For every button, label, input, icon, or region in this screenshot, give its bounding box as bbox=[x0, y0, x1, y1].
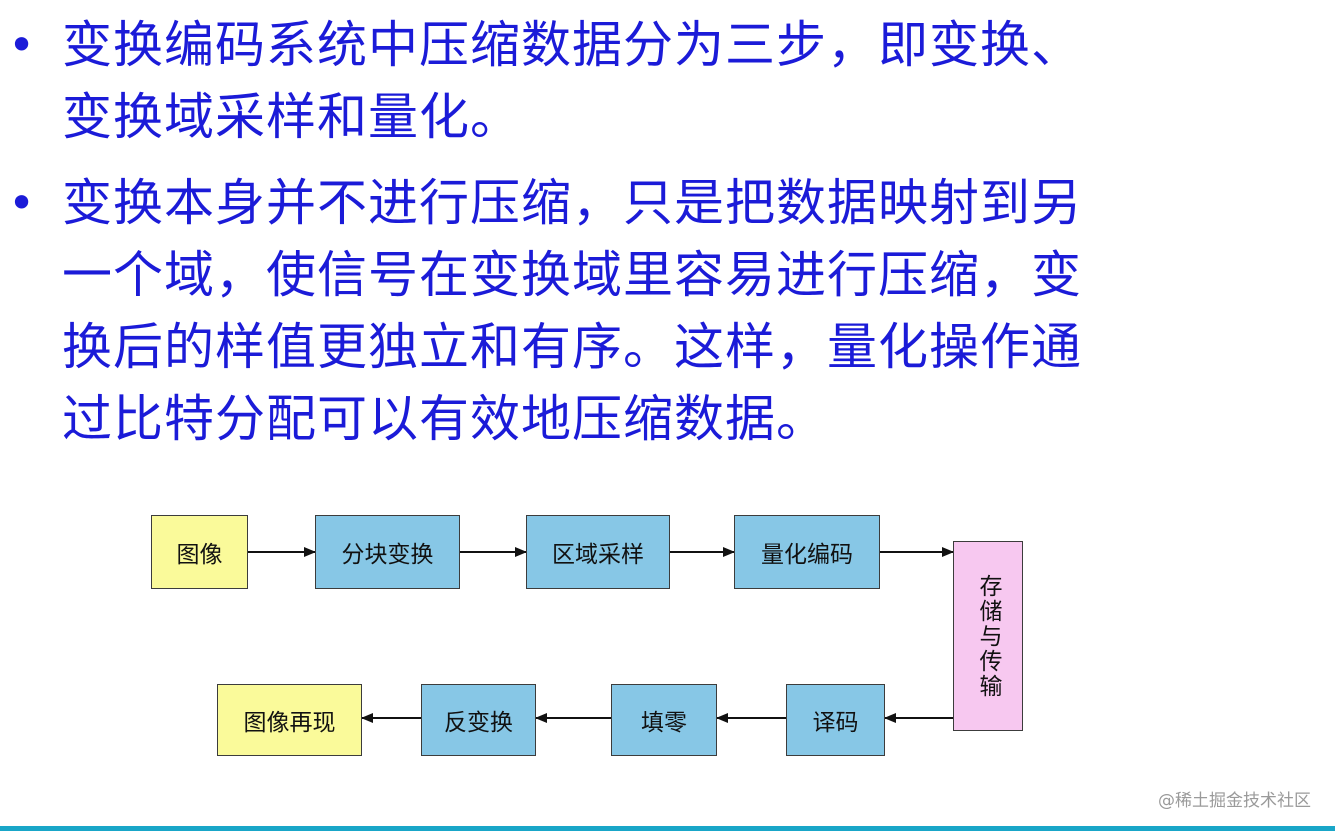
bullet-2-line-2: 一个域，使信号在变换域里容易进行压缩，变 bbox=[62, 246, 1082, 304]
bullet-2-line-3: 换后的样值更独立和有序。这样，量化操作通 bbox=[62, 318, 1082, 376]
box-inverse-transform: 反变换 bbox=[421, 684, 536, 756]
box-quant-encode: 量化编码 bbox=[734, 515, 880, 589]
box-image: 图像 bbox=[151, 515, 248, 589]
box-storage-transmission-label: 存储与传输 bbox=[975, 573, 1001, 699]
box-block-transform: 分块变换 bbox=[315, 515, 460, 589]
box-region-sampling: 区域采样 bbox=[526, 515, 670, 589]
box-image-display: 图像再现 bbox=[217, 684, 362, 756]
bullet-1-line-1: 变换编码系统中压缩数据分为三步，即变换、 bbox=[62, 16, 1082, 74]
box-zero-fill: 填零 bbox=[611, 684, 717, 756]
box-inverse-transform-label: 反变换 bbox=[444, 710, 513, 736]
bullet-1-line-2: 变换域采样和量化。 bbox=[62, 88, 521, 146]
bottom-accent-rule bbox=[0, 826, 1335, 831]
bullet-marker-2: • bbox=[8, 176, 36, 230]
box-quant-encode-label: 量化编码 bbox=[761, 542, 853, 568]
box-image-display-label: 图像再现 bbox=[243, 710, 336, 736]
box-decode-label: 译码 bbox=[812, 710, 859, 736]
watermark-text: @稀土掘金技术社区 bbox=[1158, 791, 1311, 811]
box-block-transform-label: 分块变换 bbox=[341, 542, 434, 568]
box-zero-fill-label: 填零 bbox=[641, 710, 687, 736]
box-decode: 译码 bbox=[786, 684, 885, 756]
bullet-2-line-4: 过比特分配可以有效地压缩数据。 bbox=[62, 390, 827, 448]
box-image-label: 图像 bbox=[176, 542, 223, 568]
bullet-marker-1: • bbox=[8, 18, 36, 72]
box-region-sampling-label: 区域采样 bbox=[552, 542, 644, 568]
bullet-2-line-1: 变换本身并不进行压缩，只是把数据映射到另 bbox=[62, 174, 1082, 232]
box-storage-transmission: 存储与传输 bbox=[953, 541, 1023, 731]
